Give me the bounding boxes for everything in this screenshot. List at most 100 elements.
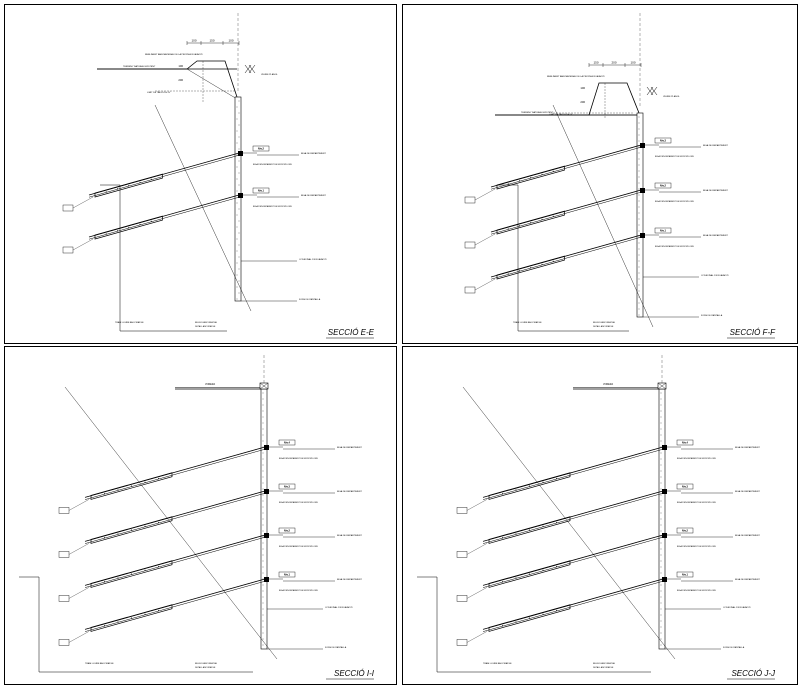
level-label: Niv.2: [682, 529, 689, 533]
anchor-callout-secondary: BIGA D'ENCEPAMENT DE MICROPILONS: [655, 200, 694, 203]
bottom-note-right-2: DETALL ANCORATGE: [195, 325, 216, 328]
survey-marker-icon: [646, 86, 658, 96]
wall-hatch-dot: [660, 464, 662, 466]
anchor-callout-secondary: BIGA D'ENCEPAMENT DE MICROPILONS: [677, 501, 716, 504]
bottom-note-right: BULB D'ANCORATGE: [195, 662, 218, 665]
wall-hatch-dot: [638, 248, 640, 250]
level-tag: [654, 182, 672, 189]
wall-hatch-dot: [638, 122, 640, 124]
anchor-tendon: [490, 191, 642, 235]
anchor-callout-secondary: BIGA D'ENCEPAMENT DE MICROPILONS: [677, 545, 716, 548]
bulb-spacer: [542, 569, 544, 571]
bulb-spacer: [117, 577, 119, 579]
wall-hatch-dot: [262, 566, 264, 568]
sidewalk-label: VORERA: [603, 383, 614, 386]
bulb-spacer: [541, 263, 543, 265]
wall-hatch-dot: [638, 278, 640, 280]
bulb-spacer: [158, 566, 159, 567]
wall-hatch-dot: [236, 178, 238, 180]
anchor-callout: BIGA DE REPARTIMENT: [735, 490, 760, 493]
wall-hatch-dot: [660, 506, 662, 508]
leader-line: [68, 543, 90, 555]
wall-hatch-dot: [236, 274, 238, 276]
excavation-note: COTA FINAL D'EXCAVACIÓ: [325, 606, 353, 609]
bulb-spacer: [507, 273, 509, 275]
level-tag: [252, 145, 270, 152]
berm-outline: [97, 60, 238, 98]
bulb-spacer: [542, 613, 544, 615]
leader-line: [68, 631, 90, 643]
wall-hatch-dot: [262, 614, 264, 616]
bulb-spacer: [515, 533, 517, 535]
wall-hatch-dot: [638, 308, 640, 310]
wall-hatch-dot: [638, 302, 640, 304]
bulb-spacer: [144, 569, 146, 571]
wall-hatch-dot: [660, 416, 662, 418]
anchor-bulb: [488, 516, 571, 544]
wall-hatch-dot: [236, 130, 238, 132]
level-label: Niv.4: [682, 441, 689, 445]
wall-hatch-dot: [638, 272, 640, 274]
wall-hatch-dot: [238, 148, 240, 150]
bottom-note-right: BULB D'ANCORATGE: [593, 662, 616, 665]
wall-hatch-dot: [238, 172, 240, 174]
wall-hatch-dot: [262, 590, 264, 592]
anchor-head: [662, 445, 667, 450]
bulb-spacer: [507, 228, 509, 230]
bottom-note-left: TRAM LLIURE ANCORATGE: [513, 321, 542, 324]
level-label: Niv.1: [284, 573, 291, 577]
wall-hatch-dot: [262, 506, 264, 508]
anchor-head: [640, 143, 645, 148]
wall-hatch-dot: [660, 548, 662, 550]
anchor-callout: BIGA DE REPARTIMENT: [735, 534, 760, 537]
bulb-spacer: [117, 230, 118, 232]
level-label: Niv.3: [682, 485, 689, 489]
wall-hatch-dot: [660, 392, 662, 394]
wall-hatch-dot: [262, 512, 264, 514]
anchor-tendon: [490, 236, 642, 280]
bulb-spacer: [529, 485, 530, 487]
bulb-spacer: [556, 478, 557, 479]
anchor-callout: BIGA DE REPARTIMENT: [337, 534, 362, 537]
wall-hatch-dot: [262, 392, 264, 394]
dimension-value: 100: [191, 39, 196, 43]
wall-hatch-dot: [262, 434, 264, 436]
bulb-spacer: [131, 485, 132, 487]
anchor-head: [640, 188, 645, 193]
bulb-tag: [58, 595, 70, 602]
wall-hatch-dot: [660, 536, 662, 538]
bulb-spacer: [131, 529, 132, 531]
dimension-value: 150: [209, 39, 214, 43]
wall-hatch-dot: [262, 458, 264, 460]
bulb-spacer: [502, 493, 503, 495]
wall-hatch-dot: [262, 632, 264, 634]
level-label: Niv.1: [660, 229, 667, 233]
bottom-note-right-2: DETALL ANCORATGE: [593, 325, 614, 328]
wall-hatch-dot: [238, 184, 240, 186]
wall-hatch-dot: [660, 596, 662, 598]
slope-note: LIMIT DE TALUS 1H:1V: [147, 91, 171, 94]
wall-hatch-dot: [660, 638, 662, 640]
bulb-spacer: [144, 525, 146, 527]
level-label: Niv.2: [258, 147, 265, 151]
anchor-tendon: [88, 154, 240, 198]
wall-hatch-dot: [638, 218, 640, 220]
leader-line: [72, 196, 94, 209]
level-label: Niv.2: [660, 184, 667, 188]
anchor-bulb: [94, 215, 163, 240]
excavation-note: COTA FINAL D'EXCAVACIÓ: [299, 258, 327, 261]
wall-hatch-dot: [660, 452, 662, 454]
capping-beam-cross: [259, 382, 269, 390]
bulb-tag: [62, 246, 74, 254]
leader-line: [466, 587, 488, 599]
wall-hatch-dot: [660, 482, 662, 484]
wall-hatch-dot: [236, 166, 238, 168]
wall-hatch-dot: [236, 250, 238, 252]
wall-hatch-dot: [262, 440, 264, 442]
bulb-tag: [62, 204, 74, 212]
bulb-tag: [464, 196, 476, 204]
anchor-bulb: [488, 560, 571, 588]
leader-line: [68, 587, 90, 599]
leader-line: [474, 278, 496, 291]
